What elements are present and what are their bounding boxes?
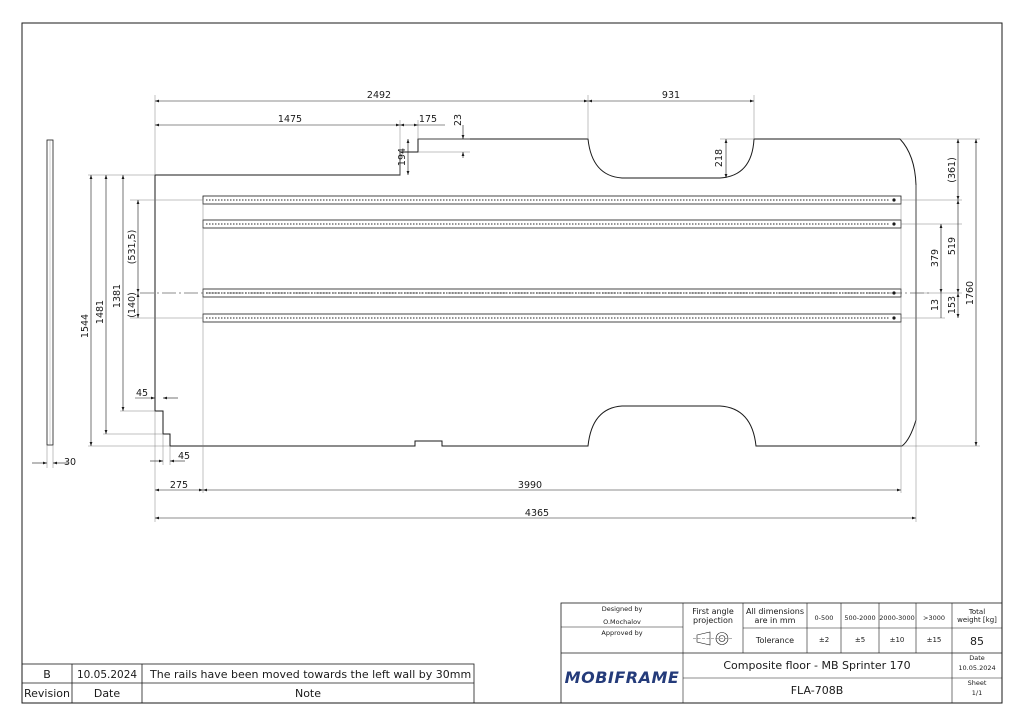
dim-1475: 1475 [278, 114, 302, 125]
dimension-lines [32, 99, 978, 520]
weight-value: 85 [970, 635, 984, 648]
dim-1760: 1760 [965, 281, 976, 305]
tolerance-over-3000: ±15 [927, 636, 942, 644]
dim-4365: 4365 [525, 508, 549, 519]
approved-by-label: Approved by [601, 629, 642, 637]
date-header: Date [94, 687, 121, 700]
dim-153: 153 [947, 296, 958, 314]
dim-194: 194 [397, 148, 408, 166]
units-label-1: All dimensions [746, 607, 804, 616]
dim-1481: 1481 [95, 300, 106, 324]
units-label-2: are in mm [755, 616, 796, 625]
rail-1 [202, 195, 902, 205]
projection-label-1: First angle [692, 607, 734, 616]
dim-23: 23 [453, 114, 464, 126]
dim-13: 13 [930, 299, 941, 311]
floor-outline [154, 138, 917, 447]
designed-by-label: Designed by [602, 605, 643, 613]
dim-30: 30 [64, 457, 76, 468]
dim-2492: 2492 [367, 90, 391, 101]
tolerance-500-2000: ±5 [855, 636, 865, 644]
range-2000-3000: 2000-3000 [879, 614, 914, 622]
range-500-2000: 500-2000 [844, 614, 875, 622]
designer-name: O.Mochalov [603, 618, 641, 626]
note-header: Note [295, 687, 321, 700]
title-block: Designed by O.Mochalov Approved by First… [560, 602, 1003, 704]
tolerance-0-500: ±2 [819, 636, 829, 644]
title-date: 10.05.2024 [958, 664, 995, 672]
dim-275: 275 [170, 480, 188, 491]
dim-3990: 3990 [518, 480, 542, 491]
rail-4 [202, 313, 902, 323]
revision-date: 10.05.2024 [77, 669, 137, 681]
range-over-3000: >3000 [923, 614, 945, 622]
date-label: Date [969, 654, 985, 662]
dim-1381: 1381 [112, 284, 123, 308]
tolerance-label: Tolerance [755, 636, 794, 645]
tolerance-2000-3000: ±10 [890, 636, 905, 644]
dim-45-bottom: 45 [178, 451, 190, 462]
first-angle-projection-icon [693, 631, 732, 646]
revision-note: The rails have been moved towards the le… [149, 668, 471, 681]
extension-lines [46, 95, 980, 522]
drawing-title: Composite floor - MB Sprinter 170 [723, 659, 910, 672]
range-0-500: 0-500 [815, 614, 834, 622]
sheet-label: Sheet [968, 679, 987, 687]
weight-label-2: weight [kg] [957, 616, 997, 624]
dim-931: 931 [662, 90, 680, 101]
dim-45-top: 45 [136, 388, 148, 399]
projection-label-2: projection [693, 616, 733, 625]
revision-header: Revision [24, 687, 70, 700]
revision-table: B 10.05.2024 The rails have been moved t… [21, 663, 475, 704]
dim-1544: 1544 [80, 314, 91, 338]
part-number: FLA-708B [791, 684, 844, 697]
dim-519: 519 [947, 237, 958, 255]
revision-letter: B [43, 668, 51, 681]
company-logo: MOBIFRAME [565, 668, 680, 687]
rail-2 [202, 219, 902, 229]
dim-175: 175 [419, 114, 437, 125]
sheet-number: 1/1 [972, 689, 982, 697]
dim-140: (140) [127, 292, 138, 318]
dim-218: 218 [714, 149, 725, 167]
sheet-border [21, 22, 1003, 704]
dim-531-5: (531,5) [127, 230, 138, 265]
weight-label-1: Total [968, 608, 985, 616]
dim-379: 379 [930, 249, 941, 267]
dim-361: (361) [947, 157, 958, 183]
